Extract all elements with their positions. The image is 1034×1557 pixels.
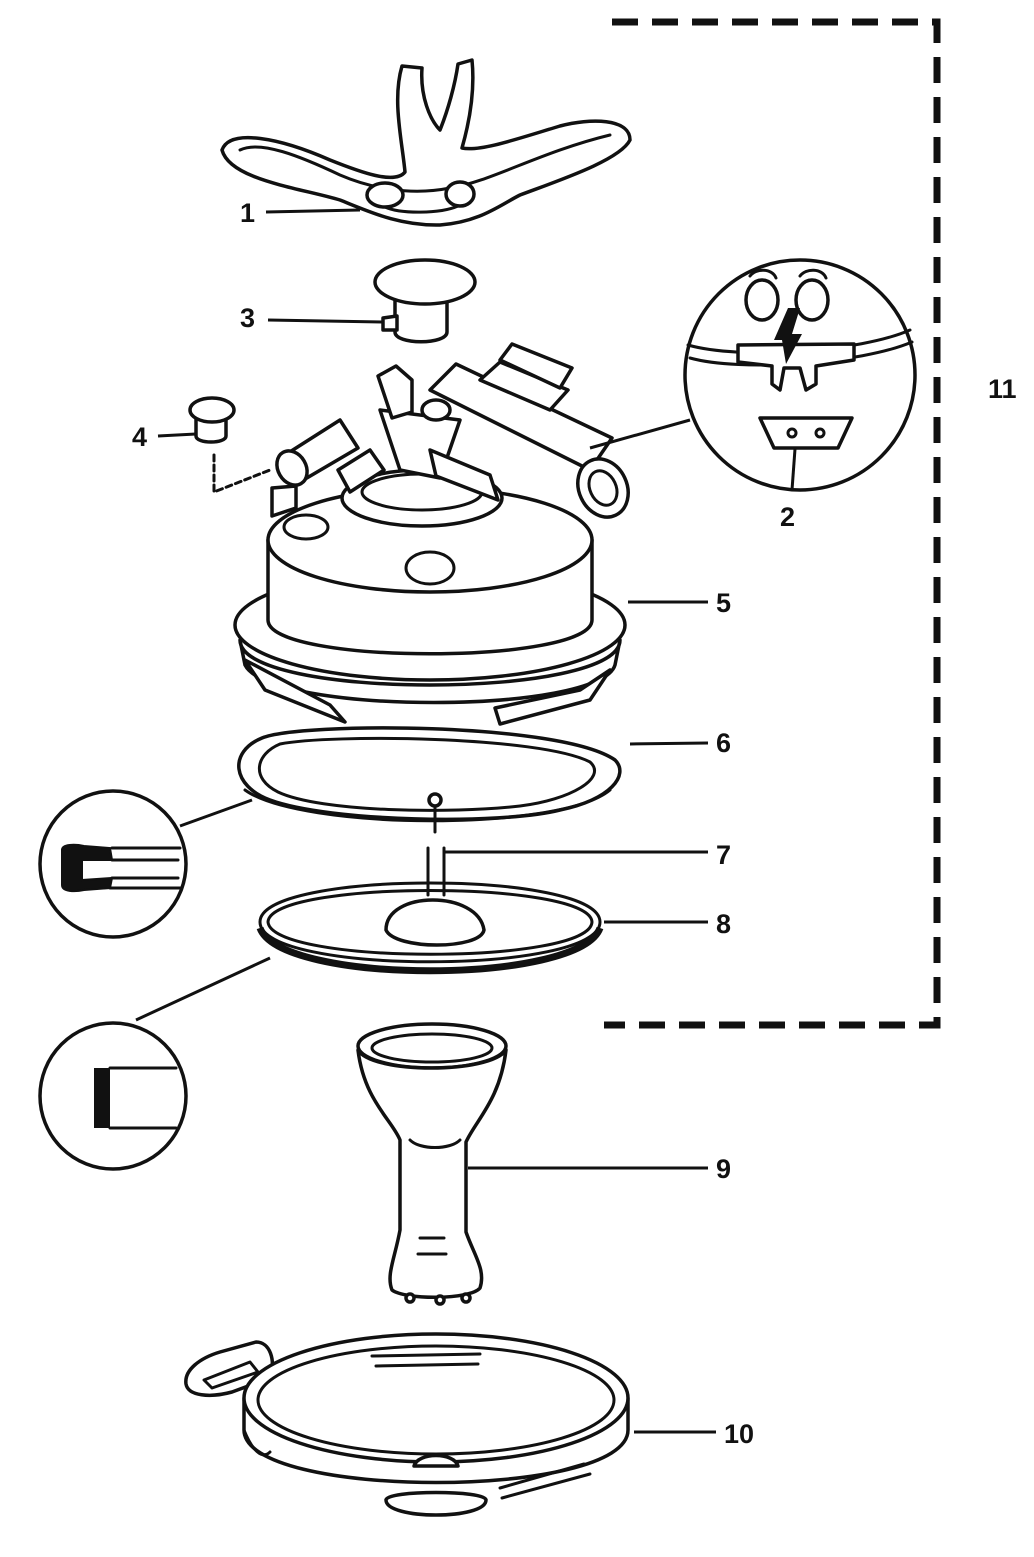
part-2-detail (683, 258, 917, 492)
callout-4: 4 (132, 422, 147, 452)
callout-10: 10 (724, 1419, 754, 1449)
part-6-gasket (237, 726, 622, 823)
part-5-body (233, 342, 630, 726)
part-10-bowl (184, 1332, 630, 1517)
seal-detail (38, 956, 271, 1171)
callout-3: 3 (240, 303, 255, 333)
callout-11: 11 (988, 374, 1017, 404)
callout-6: 6 (716, 728, 731, 758)
leader-2 (589, 418, 691, 450)
callout-8: 8 (716, 909, 731, 939)
leader-3 (267, 318, 385, 324)
part-9-teatcup (356, 1022, 508, 1306)
callout-1: 1 (240, 198, 255, 228)
leader-1 (265, 208, 361, 214)
callout-9: 9 (716, 1154, 731, 1184)
part-3-cap (373, 258, 477, 344)
part-8-seal (256, 881, 604, 975)
part-4-plug (188, 396, 272, 494)
part-7-valve-stem (384, 792, 486, 947)
callout-7: 7 (716, 840, 731, 870)
callout-2: 2 (780, 502, 795, 532)
leader-4 (157, 432, 197, 438)
part-1-claw (220, 58, 632, 227)
assembly-bracket (604, 18, 941, 1029)
leader-6 (629, 741, 709, 746)
gasket-detail (38, 789, 253, 939)
callout-5: 5 (716, 588, 731, 618)
